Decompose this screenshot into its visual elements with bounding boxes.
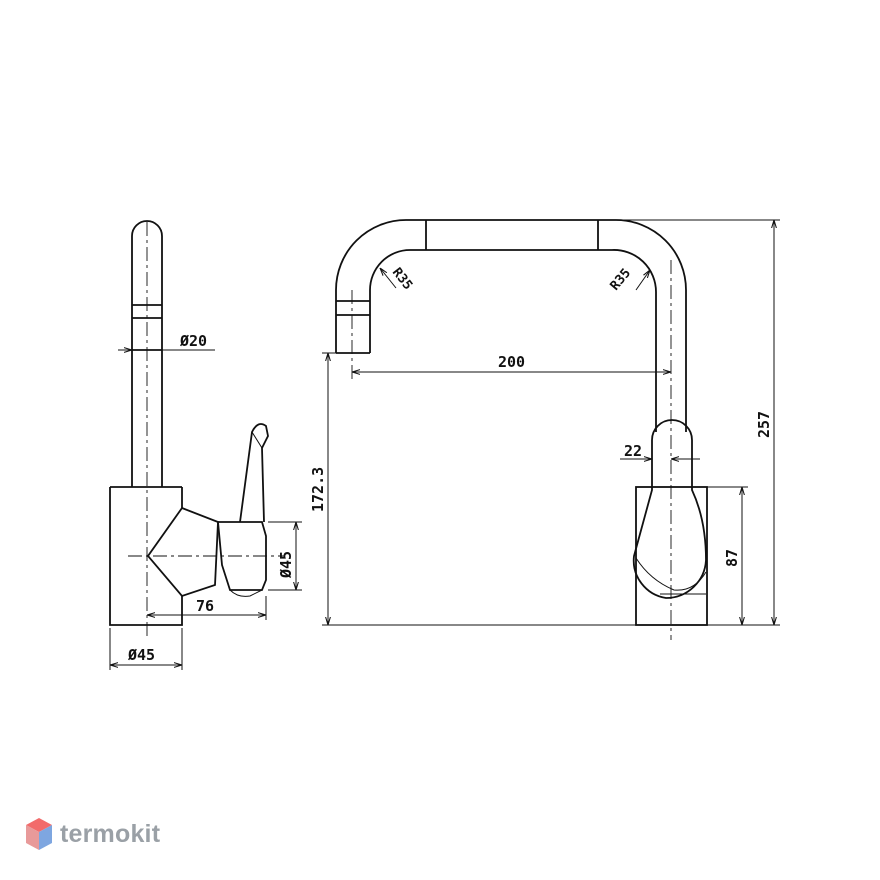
side-lever-edge: [251, 431, 263, 449]
termokit-watermark: termokit: [24, 816, 160, 852]
dim-base-height: 87: [723, 549, 741, 567]
front-spout-outer: [335, 219, 687, 432]
side-handle-body: [217, 521, 267, 591]
termokit-brand-text: termokit: [60, 819, 161, 848]
dim-bend-radius-left: R35: [389, 265, 415, 293]
front-view: R35 R35 200 22 172.3 87: [309, 219, 780, 640]
side-lever: [239, 423, 269, 523]
dim-handle-diameter: Ø45: [277, 551, 295, 579]
front-spout-inner: [369, 249, 657, 432]
dim-r35-left-leader: [380, 268, 397, 289]
dim-base-diameter: Ø45: [127, 646, 155, 664]
dim-spout-height: 172.3: [309, 467, 327, 512]
front-lever: [632, 419, 707, 599]
dim-spout-reach: 200: [498, 353, 525, 371]
side-body-block: [109, 487, 183, 626]
dim-handle-depth: 22: [624, 442, 642, 460]
dim-bend-radius-right: R35: [608, 266, 635, 294]
dim-handle-offset: 76: [196, 597, 214, 615]
side-view: Ø20 Ø45 76 Ø45: [109, 220, 302, 670]
dim-total-height: 257: [755, 411, 773, 438]
side-handle-underside: [229, 589, 263, 597]
dim-r35-right-leader: [635, 270, 650, 291]
front-base-block: [635, 486, 708, 626]
side-cartridge-cone: [146, 506, 219, 598]
side-riser-pipe: [131, 220, 163, 487]
dim-pipe-diameter: Ø20: [179, 332, 207, 350]
front-lever-contour: [635, 557, 707, 591]
termokit-logo-icon: [26, 818, 52, 850]
